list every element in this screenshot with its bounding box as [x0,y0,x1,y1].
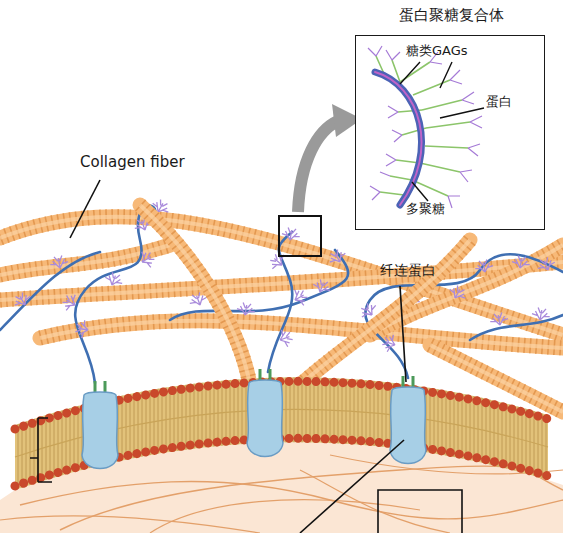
proteoglycan [326,247,348,266]
proteoglycan [531,307,551,322]
proteoglycan-closeup [400,62,484,201]
collagen-fiber [140,205,250,385]
proteoglycan [268,232,292,372]
proteoglycan [470,315,563,340]
proteoglycan [312,278,333,295]
integrin-protein [247,380,283,457]
integrin-protein [390,387,426,464]
part-label: Collagen fiber [80,153,210,171]
part-label: 蛋白 [486,94,542,110]
leader-line [400,286,406,382]
proteoglycan [267,250,288,272]
proteoglycan-closeup [430,52,482,208]
integrin-protein [390,376,426,464]
integrin-protein [82,381,118,469]
cell-membrane [15,377,548,490]
collagen-fiber [40,321,563,348]
collagen-fiber [300,240,470,385]
proteoglycan [381,332,398,353]
collagen-fiber [300,240,470,385]
proteoglycan-closeup [400,62,470,196]
collagen-fiber [0,245,170,275]
zoom-arrow [279,216,321,256]
proteoglycan [60,291,79,313]
proteoglycan-closeup [355,35,545,230]
proteoglycan [104,271,125,288]
proteoglycan [535,256,556,273]
proteoglycan [138,248,157,270]
proteoglycan [447,283,469,302]
cytoplasm [300,470,450,533]
part-label: 多聚糖 [406,201,486,217]
cytoplasm [150,500,420,533]
cell-membrane [15,377,548,490]
proteoglycan [236,302,256,317]
cytoplasm [0,516,260,533]
integrin-protein [82,369,426,469]
collagen-fiber [140,205,250,385]
leader-line [30,418,52,482]
proteoglycan-closeup [355,35,545,230]
leader-line [30,180,462,533]
collagen-fiber [40,321,563,348]
integrin-protein [247,369,283,457]
proteoglycan [281,227,301,242]
part-label: 糖类GAGs [406,43,506,59]
leader-line [378,490,462,533]
proteoglycan [49,255,69,270]
zoom-arrow [279,104,362,256]
collagen-fiber [140,205,250,385]
leader-line [300,440,404,533]
collagen-fiber [300,240,470,385]
proteoglycan [75,206,155,383]
inset-heading: 蛋白聚糖复合体 [356,6,546,24]
proteoglycan [511,255,531,270]
proteoglycan [11,290,33,309]
proteoglycan [474,259,494,274]
collagen-fiber [0,245,170,275]
proteoglycan [277,327,294,348]
inset-box: 蛋白聚糖复合体糖类GAGs蛋白多聚糖 [355,35,545,230]
part-label: 纤连蛋白 [380,262,460,279]
proteoglycan [75,319,90,339]
zoom-arrow [298,121,338,212]
collagen-fiber [40,321,563,348]
proteoglycan [291,286,310,308]
leader-line [70,180,100,238]
proteoglycan [0,252,100,330]
integrin-protein [82,392,118,469]
cell-membrane [15,377,548,490]
proteoglycan-closeup [368,46,482,208]
proteoglycan [489,312,509,327]
collagen-fiber [0,245,170,275]
